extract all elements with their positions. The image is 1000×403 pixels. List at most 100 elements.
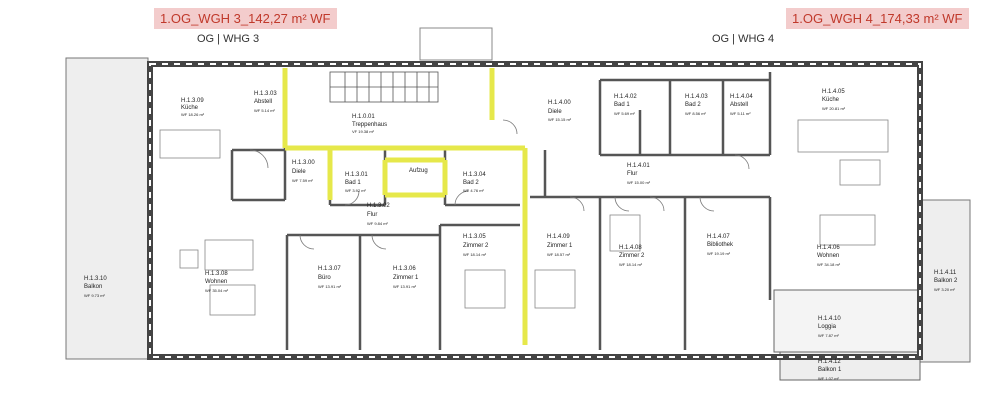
room-name: Diele: [292, 169, 306, 175]
room-id: H.1.4.05: [822, 89, 845, 95]
room-area: WF 34.18 m²: [817, 262, 841, 267]
room-id: H.1.3.08: [205, 271, 228, 277]
room-area: WF 19.19 m²: [707, 251, 731, 256]
room-id: H.1.3.04: [463, 172, 486, 178]
room-area: WF 13.91 m²: [318, 284, 342, 289]
room-name: Zimmer 1: [547, 243, 573, 249]
outer-wall-hatch: [149, 63, 921, 358]
room-name: Zimmer 1: [393, 275, 419, 281]
room-id: H.1.4.11: [934, 270, 957, 276]
room-id: H.1.4.06: [817, 245, 840, 251]
room-area: WF 5.14 m²: [254, 108, 276, 113]
room-aufzug: Aufzug: [409, 168, 428, 174]
room-area: WF 5.69 m²: [614, 111, 636, 116]
room-area: WF 4.76 m²: [463, 188, 485, 193]
room-name: Bibliothek: [707, 242, 734, 248]
room-id: H.1.4.01: [627, 163, 650, 169]
room-id: H.1.3.10: [84, 276, 107, 282]
staircase: [329, 71, 439, 103]
room-area: WF 18.14 m²: [463, 252, 487, 257]
room-area: WF 9.73 m²: [84, 293, 106, 298]
room-id: H.1.3.07: [318, 266, 341, 272]
room-name: Loggia: [818, 324, 837, 330]
room-area: WF 3.20 m²: [934, 287, 956, 292]
room-name: Balkon: [84, 284, 102, 290]
subtitle-wgh3: OG | WHG 3: [197, 33, 260, 45]
room-id: H.1.4.12: [818, 359, 841, 365]
room-name: Flur: [367, 212, 377, 218]
room-name: Diele: [548, 109, 562, 115]
room-name: Wohnen: [205, 279, 227, 285]
room-area: WF 20.81 m²: [822, 106, 846, 111]
room-name: Bad 1: [345, 180, 361, 186]
room-name: Bad 2: [463, 180, 479, 186]
room-id: H.1.3.01: [345, 172, 368, 178]
roof-opening: [419, 27, 493, 61]
room-area: VF 19.38 m²: [352, 129, 375, 134]
room-name: Aufzug: [409, 168, 428, 174]
room-name: Küche: [181, 105, 199, 111]
room-name: Büro: [318, 275, 331, 281]
room-id: H.1.3.03: [254, 91, 277, 97]
loggia: [773, 289, 921, 353]
room-id: H.1.4.10: [818, 316, 841, 322]
room-name: Flur: [627, 171, 637, 177]
room-name: Zimmer 2: [463, 243, 489, 249]
title-wgh3: 1.OG_WGH 3_142,27 m² WF: [154, 8, 337, 29]
subtitle-wgh4: OG | WHG 4: [712, 33, 775, 45]
room-id: H.1.3.05: [463, 234, 486, 240]
room-id: H.1.4.00: [548, 100, 571, 106]
room-name: Abstell: [254, 99, 272, 105]
balcony-east: [919, 199, 971, 363]
room-id: H.1.3.00: [292, 160, 315, 166]
room-area: WF 18.26 m²: [181, 112, 205, 117]
room-name: Bad 1: [614, 102, 630, 108]
room-id: H.1.4.07: [707, 234, 730, 240]
room-area: WF 35.04 m²: [205, 288, 229, 293]
room-name: Balkon 2: [934, 278, 958, 284]
room-name: Balkon 1: [818, 367, 842, 373]
room-area: WF 8.56 m²: [685, 111, 707, 116]
room-name: Treppenhaus: [352, 122, 387, 128]
room-area: WF 18.57 m²: [547, 252, 571, 257]
room-area: WF 3.92 m²: [345, 188, 367, 193]
room-id: H.1.4.02: [614, 94, 637, 100]
room-id: H.1.4.08: [619, 245, 642, 251]
highlight-walls: [282, 68, 528, 345]
room-area: WF 1.07 m²: [818, 376, 840, 381]
room-id: H.1.4.09: [547, 234, 570, 240]
room-id: H.1.4.03: [685, 94, 708, 100]
room-area: WF 7.59 m²: [292, 178, 314, 183]
room-area: WF 13.91 m²: [393, 284, 417, 289]
room-area: WF 7.87 m²: [818, 333, 840, 338]
room-name: Zimmer 2: [619, 253, 645, 259]
room-name: Küche: [822, 97, 840, 103]
room-area: WF 5.11 m²: [730, 111, 751, 116]
furniture: [159, 119, 889, 316]
